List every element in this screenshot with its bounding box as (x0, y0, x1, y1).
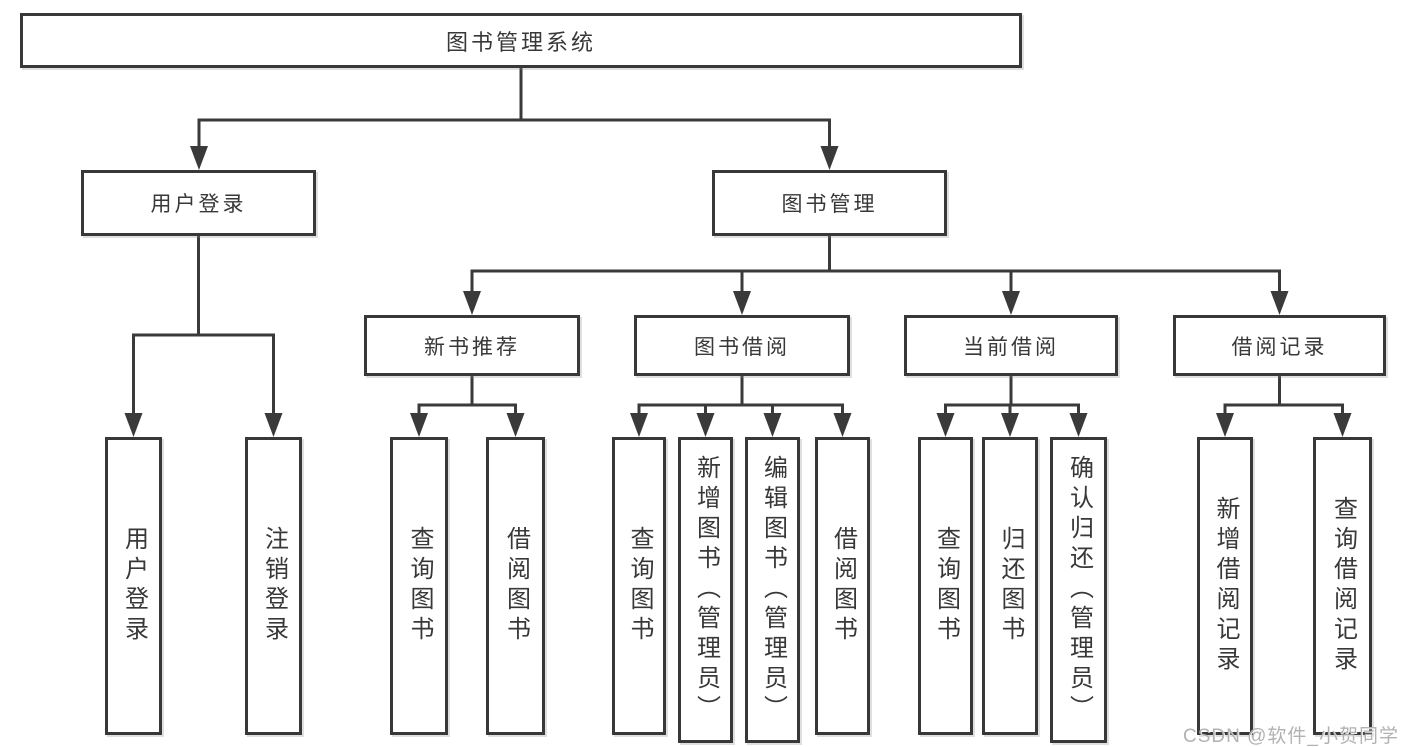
leaf-user-login: 用户登录 (105, 437, 162, 735)
node-book-management: 图书管理 (712, 170, 947, 236)
leaf-bb-add-book: 新增图书（管理员） (678, 437, 733, 743)
leaf-user-login-label: 用户登录 (120, 526, 148, 646)
leaf-nb-borrow-book-label: 借阅图书 (502, 526, 530, 646)
connector-borrow-records-children (1216, 375, 1352, 437)
leaf-bb-add-book-label: 新增图书（管理员） (692, 455, 720, 725)
leaf-logout: 注销登录 (245, 437, 302, 735)
leaf-cb-confirm-return: 确认归还（管理员） (1050, 437, 1107, 743)
node-root-label: 图书管理系统 (445, 29, 596, 55)
node-user-login-label: 用户登录 (150, 193, 247, 216)
leaf-br-add-record: 新增借阅记录 (1197, 437, 1253, 735)
node-new-book-recommend: 新书推荐 (364, 315, 580, 376)
node-book-borrow-label: 图书借阅 (694, 335, 790, 359)
leaf-cb-query-book-label: 查询图书 (932, 526, 960, 646)
leaf-nb-query-book: 查询图书 (390, 437, 448, 735)
node-current-borrow: 当前借阅 (904, 315, 1118, 376)
leaf-cb-confirm-return-label: 确认归还（管理员） (1065, 455, 1093, 725)
leaf-bb-borrow-book-label: 借阅图书 (829, 526, 857, 646)
connector-book-management-children (463, 236, 1289, 315)
leaf-br-query-record-label: 查询借阅记录 (1329, 496, 1357, 676)
leaf-cb-return-book-label: 归还图书 (997, 526, 1024, 646)
node-new-book-recommend-label: 新书推荐 (424, 335, 520, 359)
leaf-bb-borrow-book: 借阅图书 (815, 437, 870, 735)
leaf-bb-edit-book-label: 编辑图书（管理员） (759, 455, 787, 725)
node-borrow-records: 借阅记录 (1173, 315, 1386, 376)
leaf-bb-query-book: 查询图书 (612, 437, 666, 735)
leaf-br-add-record-label: 新增借阅记录 (1212, 496, 1239, 676)
leaf-bb-edit-book: 编辑图书（管理员） (745, 437, 800, 743)
leaf-cb-return-book: 归还图书 (982, 437, 1038, 735)
connector-new-book-recommend-children (410, 375, 525, 437)
csdn-watermark: CSDN @软件_小贺同学 (1183, 726, 1399, 747)
node-root: 图书管理系统 (20, 13, 1022, 68)
node-borrow-records-label: 借阅记录 (1231, 335, 1328, 359)
leaf-br-query-record: 查询借阅记录 (1313, 437, 1372, 735)
node-current-borrow-label: 当前借阅 (963, 335, 1059, 359)
connector-root-to-level2 (190, 67, 839, 170)
node-user-login: 用户登录 (81, 170, 316, 236)
node-book-borrow: 图书借阅 (634, 315, 850, 376)
connector-user-login-children (124, 236, 283, 437)
node-book-management-label: 图书管理 (781, 193, 878, 216)
leaf-nb-query-book-label: 查询图书 (406, 526, 433, 646)
connector-current-borrow-children (936, 375, 1088, 437)
leaf-cb-query-book: 查询图书 (918, 437, 973, 735)
leaf-bb-query-book-label: 查询图书 (626, 526, 653, 646)
connector-book-borrow-children (630, 375, 852, 437)
leaf-logout-label: 注销登录 (260, 526, 288, 646)
leaf-nb-borrow-book: 借阅图书 (486, 437, 545, 735)
